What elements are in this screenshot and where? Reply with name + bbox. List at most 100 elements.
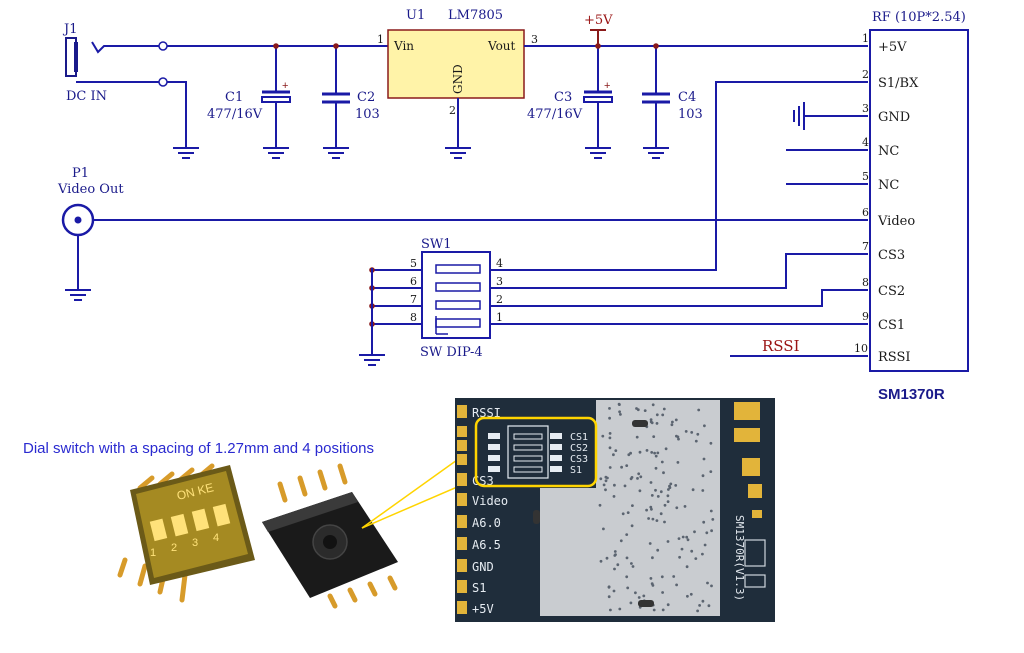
- shield-via-dot: [638, 489, 642, 493]
- c2-value: 103: [355, 107, 380, 122]
- board-castellated-pad: [457, 601, 467, 614]
- board-pin-label: S1: [472, 581, 486, 595]
- switch-pad-label: CS1: [570, 432, 588, 443]
- shield-via-dot: [686, 594, 689, 598]
- shield-via-dot: [649, 420, 653, 424]
- shield-via-dot: [651, 517, 655, 521]
- board-pin-label: A6.0: [472, 516, 501, 530]
- shield-via-dot: [663, 520, 666, 524]
- rf-pin-label: CS1: [878, 318, 905, 333]
- shield-via-dot: [635, 435, 639, 439]
- rf-pin-number: 4: [862, 136, 869, 149]
- c3-value: 477/16V: [527, 107, 583, 122]
- board-castellated-pad: [457, 515, 467, 528]
- dip-photo-number: 2: [171, 542, 177, 554]
- shield-via-dot: [701, 599, 705, 603]
- shield-via-dot: [702, 520, 706, 524]
- plus5v-label: +5V: [584, 13, 613, 28]
- switch-slot: [513, 455, 543, 462]
- shield-via-dot: [676, 461, 680, 464]
- shield-via-dot: [667, 488, 670, 491]
- u1-pin2-num: 2: [449, 104, 456, 117]
- shield-via-dot: [637, 596, 641, 599]
- shield-via-dot: [638, 450, 642, 454]
- shield-via-dot: [705, 531, 709, 535]
- u1-pin3-num: 3: [531, 33, 538, 46]
- shield-via-dot: [659, 490, 663, 494]
- j1-name: DC IN: [66, 89, 107, 104]
- shield-via-dot: [675, 506, 679, 510]
- switch-footprint-outline: [507, 425, 549, 479]
- shield-via-dot: [686, 538, 690, 542]
- board-castellated-pad: [457, 454, 467, 465]
- u1-pin1-num: 1: [377, 33, 384, 46]
- shield-via-dot: [612, 495, 616, 498]
- shield-via-dot: [629, 601, 633, 605]
- shield-via-dot: [618, 403, 621, 406]
- shield-via-dot: [661, 413, 665, 417]
- shield-via-dot: [709, 509, 713, 513]
- caption-dial-switch: Dial switch with a spacing of 1.27mm and…: [23, 440, 374, 457]
- shield-via-dot: [634, 591, 637, 595]
- sw1-left-pin: 7: [410, 293, 417, 306]
- sw1-toggle: [435, 282, 481, 292]
- shield-via-dot: [618, 410, 621, 414]
- sw1-toggle: [435, 318, 481, 328]
- rf-pin-number: 6: [862, 206, 869, 219]
- rf-pin-label: S1/BX: [878, 76, 919, 91]
- shield-via-dot: [613, 550, 617, 553]
- shield-via-dot: [636, 477, 639, 480]
- c1-ref: C1: [225, 90, 243, 105]
- c4-ref: C4: [678, 90, 696, 105]
- shield-via-dot: [650, 451, 654, 454]
- shield-via-dot: [625, 556, 629, 560]
- svg-text:+: +: [604, 80, 610, 92]
- shield-via-dot: [626, 511, 630, 514]
- shield-via-dot: [599, 559, 603, 563]
- shield-via-dot: [648, 542, 652, 545]
- dip-photo-number: 4: [213, 532, 219, 544]
- shield-via-dot: [701, 474, 705, 478]
- shield-via-dot: [680, 547, 684, 551]
- shield-via-dot: [607, 595, 611, 599]
- board-castellated-pad: [457, 493, 467, 506]
- shield-via-dot: [650, 507, 653, 511]
- shield-via-dot: [666, 540, 670, 543]
- shield-via-dot: [710, 529, 713, 533]
- shield-via-dot: [616, 563, 620, 567]
- rf-pin-label: CS2: [878, 284, 905, 299]
- shield-via-dot: [636, 408, 640, 412]
- shield-via-dot: [625, 533, 629, 536]
- shield-via-dot: [608, 436, 612, 440]
- sw1-right-pin: 3: [496, 275, 503, 288]
- shield-via-dot: [627, 453, 631, 457]
- dip-switch-photo-side: [262, 463, 398, 609]
- shield-via-dot: [678, 555, 681, 559]
- shield-via-dot: [599, 477, 603, 481]
- shield-via-dot: [709, 441, 713, 445]
- rf-gnd-symbol: [793, 102, 868, 130]
- shield-via-dot: [664, 447, 668, 451]
- c4-value: 103: [678, 107, 703, 122]
- shield-via-dot: [625, 464, 629, 467]
- shield-via-dot: [681, 535, 685, 539]
- shield-via-dot: [690, 431, 694, 434]
- shield-via-dot: [660, 460, 664, 464]
- shield-via-dot: [666, 494, 670, 498]
- shield-via-dot: [651, 556, 654, 560]
- rf-pin-number: 1: [862, 32, 869, 45]
- switch-pad-right: [550, 466, 562, 472]
- shield-via-dot: [626, 586, 630, 590]
- c1-capacitor: + C1 477/16V: [207, 43, 291, 159]
- shield-via-dot: [709, 470, 713, 473]
- shield-via-dot: [621, 512, 625, 516]
- switch-pad-right: [550, 433, 562, 439]
- switch-slot: [513, 444, 543, 451]
- c4-capacitor: C4 103: [642, 43, 703, 159]
- switch-pad-right: [550, 444, 562, 450]
- board-castellated-pad: [457, 473, 467, 486]
- switch-slot: [513, 433, 543, 440]
